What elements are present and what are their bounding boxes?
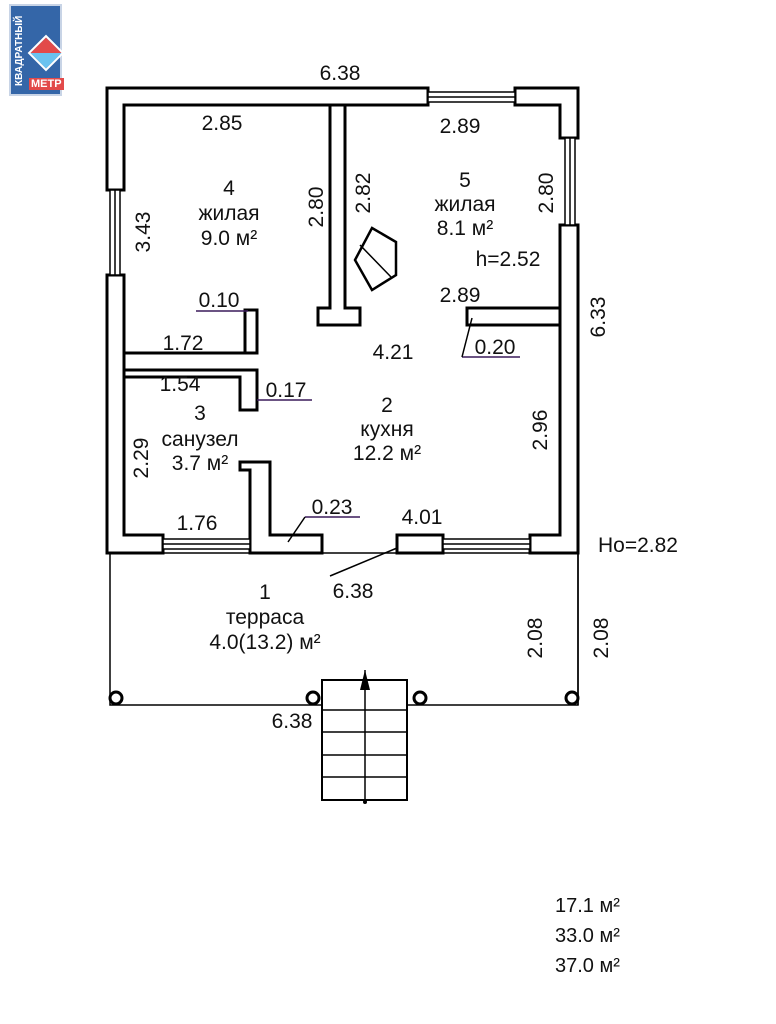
room-1-number: 1 xyxy=(259,581,271,604)
room-2-name: кухня xyxy=(360,418,413,441)
dim-r5-top: 2.89 xyxy=(440,115,481,138)
dim-0-10: 0.10 xyxy=(199,289,240,312)
dim-4-01: 4.01 xyxy=(402,506,443,529)
logo-sub: МЕТР xyxy=(29,78,64,90)
dim-right-total: 6.33 xyxy=(587,297,610,338)
dim-2-96: 2.96 xyxy=(529,410,552,451)
dim-6-38-bottom: 6.38 xyxy=(272,710,313,733)
dim-r4-right: 2.80 xyxy=(305,187,328,228)
dim-0-17: 0.17 xyxy=(266,379,307,402)
dim-top: 6.38 xyxy=(320,62,361,85)
dim-1-54: 1.54 xyxy=(160,373,201,396)
windows xyxy=(109,91,576,550)
company-logo: КВАДРАТНЫЙ МЕТР xyxy=(9,4,65,96)
dim-0-23: 0.23 xyxy=(312,496,353,519)
room-3-name: санузел xyxy=(162,428,239,451)
total-area: 33.0 м² xyxy=(555,925,620,947)
room-5-area: 8.1 м² xyxy=(437,217,493,240)
dim-terrace-2-08-b: 2.08 xyxy=(590,618,613,659)
dim-4-21: 4.21 xyxy=(373,341,414,364)
dim-terrace-2-08-a: 2.08 xyxy=(524,618,547,659)
total-area-with-terrace: 37.0 м² xyxy=(555,955,620,977)
dim-r5-right: 2.80 xyxy=(535,173,558,214)
room-2-area: 12.2 м² xyxy=(353,442,421,465)
room-4-number: 4 xyxy=(223,177,235,200)
stove-icon xyxy=(353,226,398,292)
room-5-number: 5 xyxy=(459,169,471,192)
room-3-area: 3.7 м² xyxy=(172,452,228,475)
dim-r5-bottom: 2.89 xyxy=(440,284,481,307)
stairs xyxy=(321,670,408,804)
room-5-name: жилая xyxy=(434,193,495,216)
room-2-number: 2 xyxy=(381,394,393,417)
stairs-arrow-icon xyxy=(360,670,370,690)
dim-6-38-mid: 6.38 xyxy=(333,580,374,603)
total-living-area: 17.1 м² xyxy=(555,895,620,917)
room-4-name: жилая xyxy=(198,202,259,225)
dim-r4-left: 3.43 xyxy=(132,212,155,253)
dim-ho: Ho=2.82 xyxy=(598,534,678,557)
room-3-number: 3 xyxy=(194,402,206,425)
dim-0-20: 0.20 xyxy=(475,336,516,359)
dim-r5-left: 2.82 xyxy=(352,173,375,214)
room-4-area: 9.0 м² xyxy=(201,227,257,250)
room-1-name: терраса xyxy=(226,606,305,629)
dim-1-76: 1.76 xyxy=(177,512,218,535)
dim-2-29: 2.29 xyxy=(130,438,153,479)
dim-1-72: 1.72 xyxy=(163,332,204,355)
terrace-posts xyxy=(108,690,580,706)
dim-r4-top: 2.85 xyxy=(202,112,243,135)
walls xyxy=(105,86,580,555)
room-1-area: 4.0(13.2) м² xyxy=(209,631,320,654)
dim-h: h=2.52 xyxy=(476,248,541,271)
